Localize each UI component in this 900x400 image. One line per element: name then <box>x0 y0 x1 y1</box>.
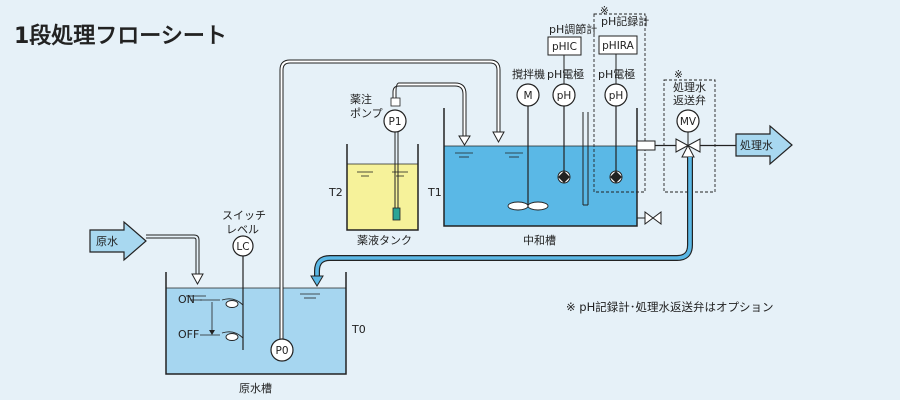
ph-electrode-1-label: pH電極 <box>547 67 584 81</box>
raw-tank-water <box>166 288 346 374</box>
mixer-impeller <box>507 201 529 211</box>
mixer-label: 撹拌機 <box>512 67 545 81</box>
transfer-pipe-outlet <box>492 131 505 144</box>
neutralization-tank-label: 中和槽 <box>523 234 556 247</box>
page-title: 1段処理フローシート <box>14 23 227 49</box>
raw-water-arrow <box>89 220 147 262</box>
treated-water-arrow-label: 処理水 <box>740 139 773 152</box>
ph-recorder-mark: ※ <box>600 5 609 17</box>
off-label: OFF <box>178 328 199 341</box>
raw-water-tank <box>165 272 347 375</box>
drain-valve-icon <box>644 211 662 225</box>
ph-1-label: pH <box>557 90 572 102</box>
pump-p1-icon <box>383 109 407 133</box>
optional-ph-recorder-frame <box>593 13 646 193</box>
suction-strainer <box>392 207 401 221</box>
ph-recorder-label: pH記録計 <box>601 14 649 28</box>
phic-label: pHIC <box>552 41 577 53</box>
three-way-valve-icon <box>675 138 690 153</box>
chem-pump-label-1: 薬注 <box>350 92 372 106</box>
option-note: ※ pH記録計･処理水返送弁はオプション <box>566 300 774 314</box>
chem-pump-label-2: ポンプ <box>350 107 383 120</box>
t0-label: T0 <box>351 323 366 336</box>
return-pipe-outlet <box>310 275 324 287</box>
dosing-outlet <box>458 135 471 146</box>
pump-p0-icon <box>270 338 294 362</box>
raw-water-outlet <box>191 273 204 286</box>
neutralization-tank <box>443 108 638 227</box>
float-switch-on <box>225 300 239 308</box>
raw-water-arrow-label: 原水 <box>96 235 118 248</box>
switch-level-label-1: スイッチ <box>222 209 266 222</box>
lc-label: LC <box>236 241 249 253</box>
treated-water-arrow <box>735 124 793 166</box>
mv-label: MV <box>680 116 697 128</box>
p1-label: P1 <box>388 116 401 128</box>
chemical-tank <box>346 144 419 231</box>
optional-return-valve-frame <box>663 79 716 193</box>
return-valve-label-1: 処理水 <box>673 81 706 94</box>
t2-label: T2 <box>328 186 343 199</box>
t1-label: T1 <box>427 186 442 199</box>
ph-electrode-2-label: pH電極 <box>598 67 635 81</box>
m-label: M <box>523 90 532 102</box>
ph-controller-label: pH調節計 <box>549 22 597 36</box>
switch-level-label-2: レベル <box>226 223 259 236</box>
ph-2-label: pH <box>609 90 624 102</box>
return-valve-label-2: 返送弁 <box>673 93 706 107</box>
phira-box <box>598 35 638 55</box>
phira-label: pHIRA <box>602 40 635 52</box>
on-label: ON <box>178 293 195 306</box>
chemical-liquid <box>347 164 418 230</box>
chem-tank-label: 薬液タンク <box>357 233 412 247</box>
raw-water-tank-label: 原水槽 <box>239 382 272 395</box>
neutralization-water <box>444 146 637 226</box>
raw-water-pipe <box>146 234 200 277</box>
p0-label: P0 <box>275 345 288 357</box>
return-valve-mark: ※ <box>674 69 683 81</box>
return-pipe <box>315 157 692 278</box>
outlet-nozzle <box>636 140 656 151</box>
float-switch-off <box>225 333 239 341</box>
